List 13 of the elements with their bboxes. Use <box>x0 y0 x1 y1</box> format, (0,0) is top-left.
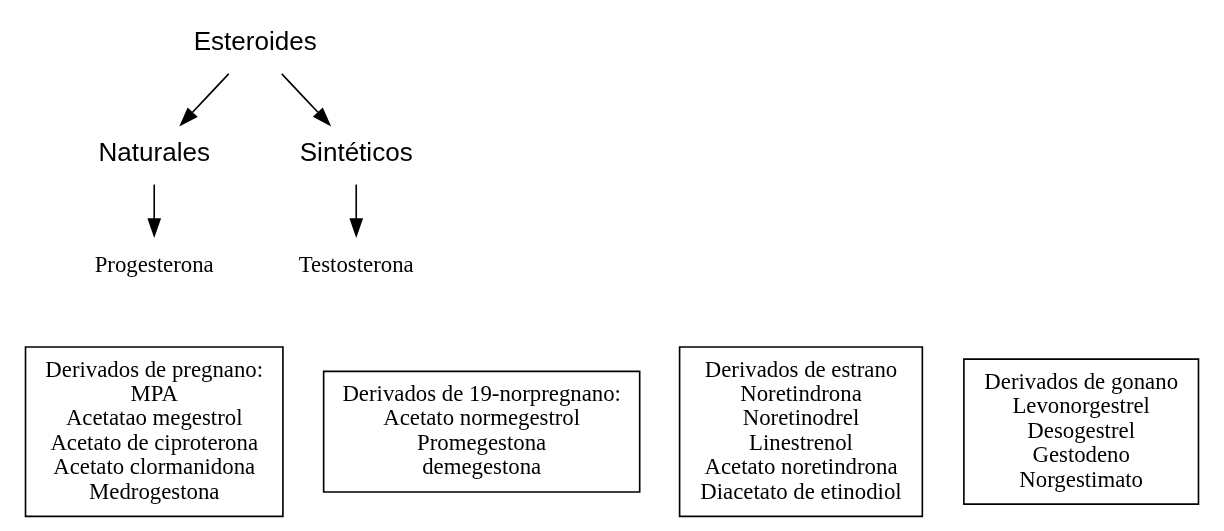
arrow <box>349 183 364 238</box>
node-box: Derivados de estrano Noretindrona Noretinodrel Linestrenol Acetato noretindrona Diacetato de etinodiol <box>678 346 924 518</box>
arrow <box>179 73 230 127</box>
node-box: Derivados de gonano Levonorgestrel Desogestrel Gestodeno Norgestimato <box>963 358 1200 505</box>
node-text: Esteroides <box>193 26 317 57</box>
arrow <box>147 183 162 238</box>
node-box: Derivados de pregnano: MPA Acetatao megestrol Acetato de ciproterona Acetato clormanidona Medrogestona <box>24 346 284 518</box>
node-text: Sintéticos <box>299 136 413 167</box>
node-box: Derivados de 19-norpregnano: Acetato normegestrol Promegestona demegestona <box>322 370 641 493</box>
node-text: Progesterona <box>94 251 214 277</box>
node-text: Naturales <box>98 136 210 167</box>
node-text: Testosterona <box>298 251 414 277</box>
arrow <box>280 73 332 127</box>
